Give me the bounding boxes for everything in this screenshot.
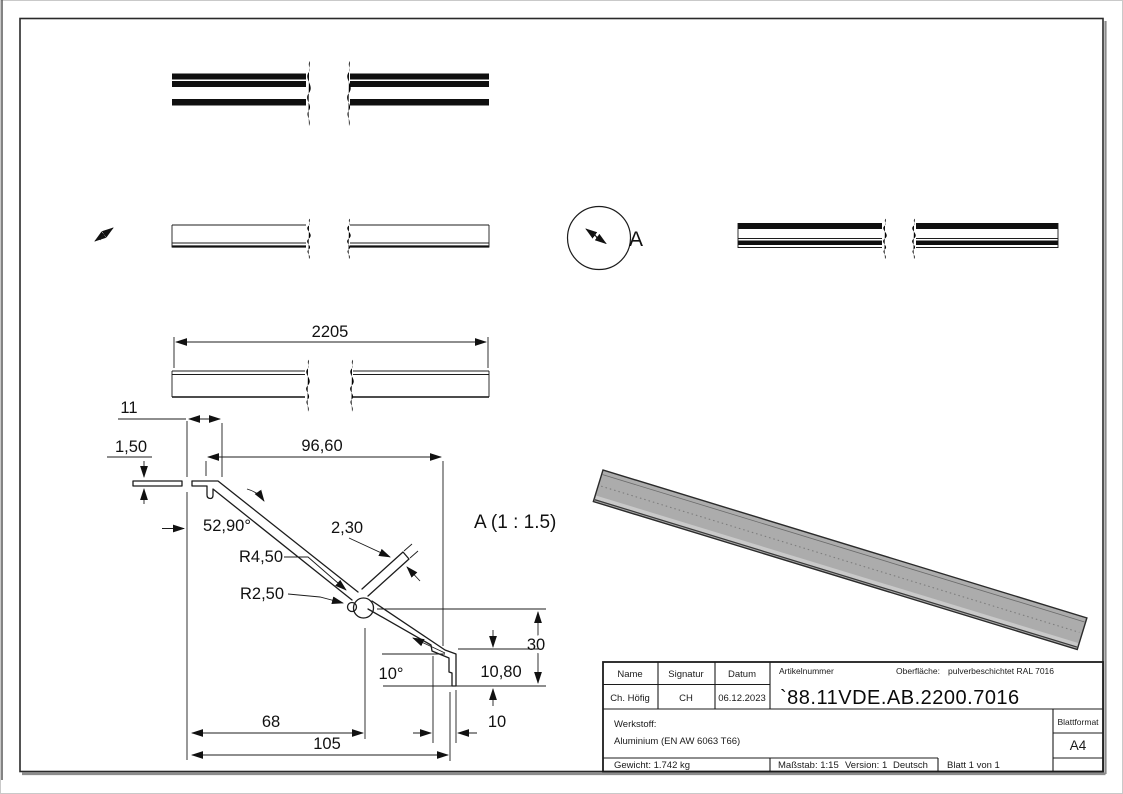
tb-date-value: 06.12.2023 [718,693,766,704]
tb-scale: Maßstab: 1:15 [778,760,839,771]
tb-version: Version: 1 [845,760,887,771]
detail-marker-label: A [629,228,643,251]
tb-name-value: Ch. Höfig [610,693,650,704]
dim-end-drop: 10,80 [480,663,521,681]
tb-surface-value: pulverbeschichtet RAL 7016 [948,666,1054,676]
tb-sheet-format-value: A4 [1070,738,1087,753]
tb-material-label: Werkstoff: [614,719,656,730]
tb-sheet-number: Blatt 1 von 1 [947,760,1000,771]
dim-inner-radius: R2,50 [240,585,284,603]
dim-end-offset: 10 [488,713,506,731]
tb-article-label: Artikelnummer [779,666,834,676]
dim-top-hook-width: 11 [120,399,137,417]
tb-language: Deutsch [893,760,928,771]
tb-surface-label: Oberfläche: [896,666,940,676]
dim-right-height: 30 [527,636,545,654]
tb-signature-label: Signatur [668,669,703,680]
tb-sheet-format-label: Blattformat [1057,717,1099,727]
dim-slope-angle: 52,90° [203,517,251,535]
top-view [172,61,489,126]
tb-weight: Gewicht: 1.742 kg [614,760,690,771]
front-view [171,218,490,259]
dim-overall-length: 2205 [312,323,349,341]
isometric-render [592,469,1088,651]
dim-wall-thickness: 2,30 [331,519,363,537]
dim-lip-thickness: 1,50 [115,438,147,456]
dim-slope-horizontal: 96,60 [301,437,342,455]
view-direction-arrow-icon [94,227,114,242]
dim-apron-angle: 10° [379,665,404,683]
dim-outer-radius: R4,50 [239,548,283,566]
drawing-frame [19,17,1104,773]
dim-base-inner-width: 68 [262,713,280,731]
tb-date-label: Datum [728,669,756,680]
detail-view-title: A (1 : 1.5) [474,512,556,533]
tb-article-number: `88.11VDE.AB.2200.7016 [780,687,1020,709]
detail-view-a: 11 1,50 96,60 52,90° 2,30 R4,50 R2,50 30 [107,399,556,761]
detail-circle-marker: A [566,205,643,271]
dim-base-width: 105 [313,735,341,753]
title-block: Name Signatur Datum Ch. Höfig CH 06.12.2… [602,661,1104,773]
tb-signature-value: CH [679,693,693,704]
back-view [737,218,1059,259]
tb-material-value: Aluminium (EN AW 6063 T66) [614,736,740,747]
tb-name-label: Name [617,669,642,680]
length-view: 2205 [171,323,490,412]
profile-cross-section [132,480,457,687]
